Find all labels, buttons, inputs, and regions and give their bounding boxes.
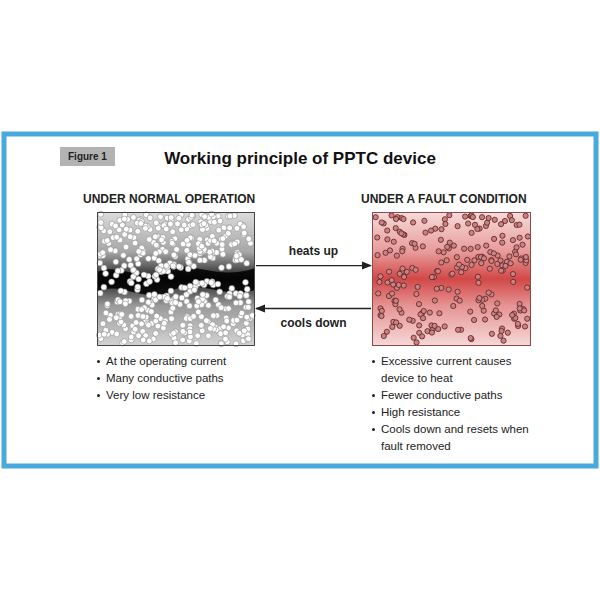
bullet-dot: [372, 394, 375, 397]
arrow-label: cools down: [279, 316, 349, 330]
bullet-dot: [372, 360, 375, 363]
bullet-dot: [97, 377, 100, 380]
panel-heading: UNDER NORMAL OPERATION: [83, 192, 255, 206]
bullet-item: Cools down and resets when fault removed: [372, 421, 530, 455]
bullet-item: High resistance: [372, 404, 530, 421]
bullet-item: Fewer conductive paths: [372, 387, 530, 404]
bullet-item: At the operating current: [97, 353, 267, 370]
frame-border: [4, 134, 596, 466]
bullet-item: Many conductive paths: [97, 370, 267, 387]
bullet-text: Many conductive paths: [106, 370, 224, 387]
low-resistance-polymer: [96, 211, 255, 346]
bullet-list: At the operating currentMany conductive …: [97, 353, 267, 404]
bullet-dot: [97, 394, 100, 397]
bullet-text: At the operating current: [106, 353, 226, 370]
bullet-text: Excessive current causes device to heat: [381, 353, 530, 387]
bullet-list: Excessive current causes device to heatF…: [372, 353, 530, 455]
material-panel: UNDER NORMAL OPERATION: [97, 212, 255, 346]
bullet-text: High resistance: [381, 404, 460, 421]
transition-arrow: [256, 265, 371, 266]
bullet-text: Fewer conductive paths: [381, 387, 502, 404]
bullet-text: Cools down and resets when fault removed: [381, 421, 530, 455]
bullet-dot: [372, 411, 375, 414]
bullet-item: Excessive current causes device to heat: [372, 353, 530, 387]
bullet-dot: [97, 360, 100, 363]
bullet-dot: [372, 428, 375, 431]
bullet-text: Very low resistance: [106, 387, 205, 404]
material-panel: UNDER A FAULT CONDITION: [372, 212, 531, 346]
high-resistance-polymer: [372, 212, 531, 346]
arrow-label: heats up: [287, 244, 340, 258]
bullet-item: Very low resistance: [97, 387, 267, 404]
panel-heading: UNDER A FAULT CONDITION: [361, 192, 527, 206]
figure-tag: Figure 1: [60, 147, 115, 166]
figure-label: Figure 1: [68, 151, 107, 162]
transition-arrow: [256, 308, 371, 309]
